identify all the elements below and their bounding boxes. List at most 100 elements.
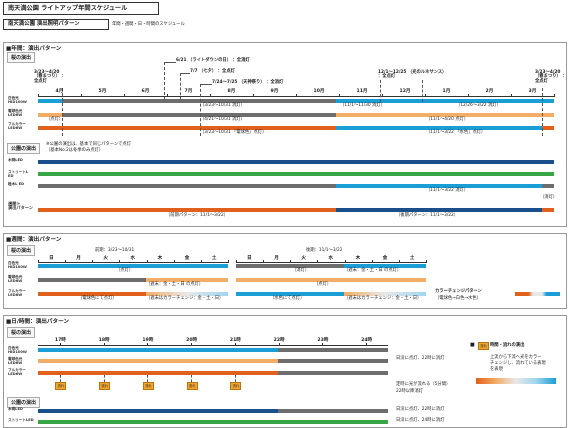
daily-note-2a: 定時に光が流れる（5分間） <box>396 382 451 387</box>
annual-row-label-tree: 木明LED <box>8 158 23 162</box>
daily-hour-tick <box>191 343 193 346</box>
daily-axis-line <box>38 345 388 346</box>
weekly-day-tick <box>65 260 67 263</box>
weekly-day-label: 火 <box>103 256 108 261</box>
annual-white-bar-spring2 <box>542 99 554 103</box>
weekly-day-tick <box>263 260 265 263</box>
annual-group-sakura: 桜の演出 <box>7 52 36 63</box>
daily-bulb-bar-on <box>38 359 278 363</box>
daily-white-bar-on <box>38 348 278 352</box>
annual-bulb-label-mid: （4/21～10/31 消灯） <box>200 117 245 122</box>
annual-month-tick <box>382 94 383 97</box>
daily-row-label-street: ストリートLED <box>8 418 34 422</box>
daily-tree-bar-on <box>38 409 278 413</box>
weekly-day-tick <box>200 260 202 263</box>
weekly-day-tick <box>38 260 39 263</box>
annual-white-bar-winter <box>422 99 542 103</box>
weekly-axis-line <box>38 262 228 263</box>
weekly-day-tick <box>398 260 400 263</box>
annual-month-label: 4月 <box>55 89 64 94</box>
annual-plant-bar-on <box>336 184 542 188</box>
annual-month-label: 3月 <box>528 89 537 94</box>
annual-month-tick <box>425 94 426 97</box>
daily-hour-label: 21時 <box>229 338 241 343</box>
annual-month-label: 10月 <box>313 89 325 94</box>
annual-guide-line <box>380 80 381 102</box>
weekly-day-label: 金 <box>184 256 190 261</box>
weekly-back-full-label-a: （水色にて点灯） <box>270 296 305 301</box>
weekly-day-label: 木 <box>355 256 361 261</box>
weekly-front-full-label-b: （週末はカラーチェンジ：金・土・日） <box>146 296 224 301</box>
annual-white-bar-nov <box>336 99 380 103</box>
weekly-day-tick <box>344 260 346 263</box>
weekly-axis-line <box>236 262 426 263</box>
daily-hour-tick <box>234 343 236 346</box>
annual-park-note-2: （基本No.2は冬季のみ点灯） <box>46 148 104 153</box>
annual-fullcolor-bar-cool <box>336 126 542 130</box>
annual-bulb-bar-winter <box>336 113 554 117</box>
daily-marker-guide <box>191 375 193 382</box>
annual-guide-line <box>180 73 181 100</box>
color-change-legend-sub: （電球色→白色→水色） <box>435 296 481 301</box>
daily-row-label-tree: 木明LED <box>8 407 23 411</box>
weekly-front-white-bar <box>38 264 228 268</box>
annual-pattern-label-back: （後期パターン：11/1～3/22） <box>396 213 459 218</box>
weekly-day-label: 水 <box>328 256 334 261</box>
daily-full-bar-off <box>278 371 388 375</box>
daily-section-title: ■日/時間：演出パターン <box>6 319 69 325</box>
daily-note-1: 日没に点灯、22時に消灯 <box>396 356 445 361</box>
annual-month-tick <box>511 94 512 97</box>
annual-month-tick <box>253 94 254 97</box>
daily-marker-guide <box>59 375 61 382</box>
weekly-day-label: 金 <box>382 256 388 261</box>
callout-spring-1: 3/23～4/20 （春まつり） ：全点灯 <box>34 70 66 84</box>
weekly-back-full-bar-change <box>344 292 426 296</box>
weekly-back-bulb-label: （点灯） <box>314 282 332 287</box>
daily-hour-label: 22時 <box>273 338 285 343</box>
annual-bulb-bar-off <box>62 113 336 117</box>
weekly-back-white-label-b: （週末：金・土・日 の点灯） <box>344 268 402 273</box>
annual-guide-line <box>200 84 201 136</box>
weekly-day-tick <box>317 260 319 263</box>
annual-white-bar-off <box>62 99 336 103</box>
header-note: 年間・週間・日・時間のスケジュール <box>112 22 185 27</box>
daily-hour-label: 17時 <box>54 338 66 343</box>
weekly-day-label: 土 <box>409 256 415 261</box>
weekly-day-label: 日 <box>49 256 54 261</box>
annual-month-label: 11月 <box>356 89 368 94</box>
callout-spring-2: 3/23～4/20 （春まつり） ：全点灯 <box>535 70 567 84</box>
weekly-front-white-label: （点灯） <box>116 268 134 273</box>
annual-plant-bar-off <box>38 184 336 188</box>
weekly-day-label: 日 <box>247 256 252 261</box>
annual-month-tick <box>124 94 125 97</box>
annual-pattern-bar-front <box>38 208 336 212</box>
weekly-section-title: ■週間：演出パターン <box>6 237 62 243</box>
daily-hour-label: 19時 <box>142 338 154 343</box>
annual-white-label-mid: （3/23～10/31 消灯） <box>200 103 245 108</box>
weekly-day-label: 木 <box>157 256 163 261</box>
flow-legend-desc-3: を表現 <box>490 367 503 372</box>
weekly-day-tick <box>228 260 229 263</box>
annual-month-label: 6月 <box>141 89 150 94</box>
weekly-group-sakura: 桜の演出 <box>7 245 36 256</box>
page-title: 南天満公園 ライトアップ年間スケジュール <box>3 2 159 15</box>
callout-leader <box>200 84 212 85</box>
annual-guide-line <box>422 80 423 102</box>
annual-fullcolor-bar-warm <box>38 126 336 130</box>
color-change-legend-bar <box>515 292 560 296</box>
annual-month-label: 1月 <box>442 89 451 94</box>
annual-group-park: 公園の演出 <box>7 143 41 154</box>
weekly-back-full-label-b: （週末はカラーチェンジ：金・土・日） <box>344 296 422 301</box>
daily-group-sakura: 桜の演出 <box>7 327 36 338</box>
annual-row-label-plant: 植木L ED <box>8 182 25 186</box>
annual-white-bar-dec <box>380 99 422 103</box>
callout-leader <box>164 62 176 63</box>
annual-section <box>3 42 567 227</box>
annual-month-label: 12月 <box>399 89 411 94</box>
weekly-period-front: 前期：3/23～10/31 <box>95 248 135 253</box>
